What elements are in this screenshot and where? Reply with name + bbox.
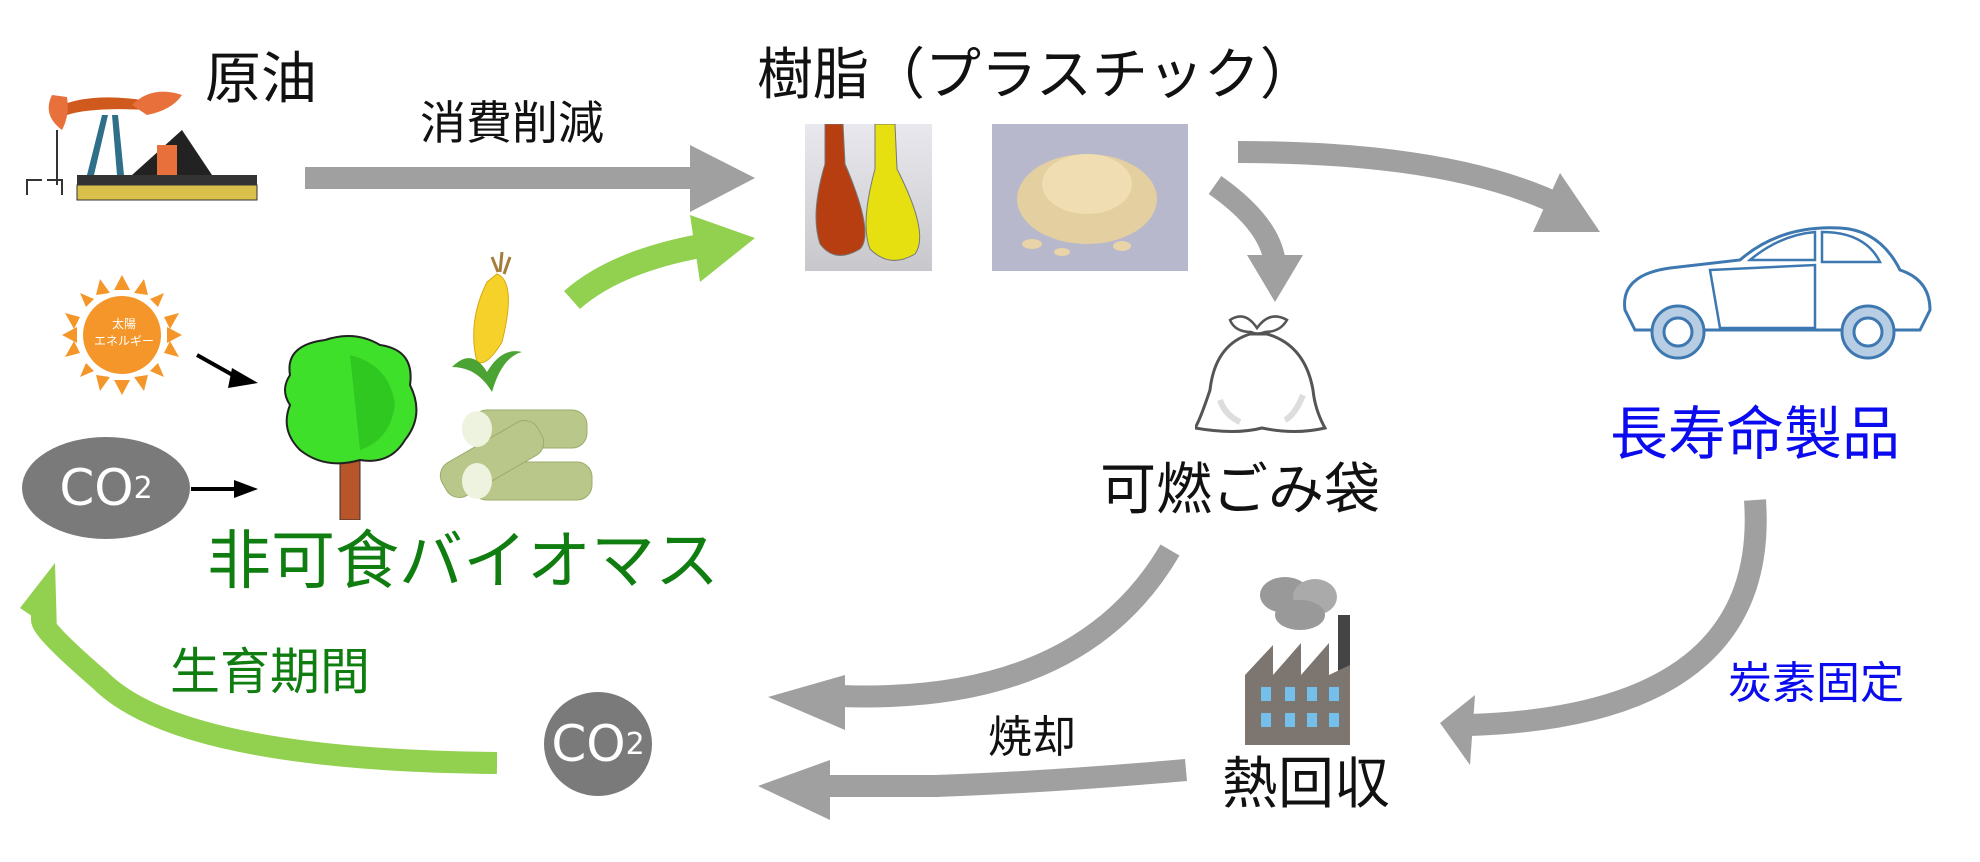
sugarcane-icon xyxy=(439,409,593,501)
burnable-garbage-bag-label: 可燃ごみ袋 xyxy=(1100,458,1380,523)
arrow-oil-to-resin xyxy=(305,145,755,212)
consumption-reduction-label: 消費削減 xyxy=(420,96,604,150)
co2-bottom-subscript: 2 xyxy=(625,726,645,762)
resin-flakes-image xyxy=(992,124,1188,271)
heat-recovery-label: 熱回収 xyxy=(1222,752,1390,817)
sun-icon xyxy=(62,275,182,395)
oil-pump-icon xyxy=(26,91,258,201)
inedible-biomass-label: 非可食バイオマス xyxy=(207,525,719,599)
corn-icon xyxy=(452,252,522,392)
arrow-bag-to-co2 xyxy=(768,544,1180,730)
long-life-product-label: 長寿命製品 xyxy=(1610,400,1901,468)
carbon-fixation-label: 炭素固定 xyxy=(1728,658,1904,709)
arrow-resin-to-bag xyxy=(1208,175,1303,302)
incineration-label: 焼却 xyxy=(988,712,1076,763)
co2-left-subscript: 2 xyxy=(133,470,153,506)
sun-label-line1: 太陽 xyxy=(112,317,137,331)
car-icon xyxy=(1623,226,1932,360)
arrow-co2-to-biomass xyxy=(20,563,498,774)
factory-icon xyxy=(1245,577,1350,745)
garbage-bag-icon xyxy=(1195,315,1328,433)
arrow-resin-to-car xyxy=(1237,141,1600,232)
sun-label-line2: エネルギー xyxy=(94,334,155,348)
chemical-flasks-image xyxy=(805,124,932,271)
crude-oil-label: 原油 xyxy=(205,47,317,112)
co2-bottom-text: CO xyxy=(551,715,626,773)
tree-icon xyxy=(284,335,418,520)
arrow-sun-to-tree xyxy=(196,353,258,388)
resin-label: 樹脂（プラスチック） xyxy=(757,43,1316,108)
arrow-co2-to-tree xyxy=(191,480,258,498)
arrow-heat-to-co2 xyxy=(758,759,1187,820)
growth-period-label: 生育期間 xyxy=(170,643,370,701)
co2-left-text: CO xyxy=(59,459,134,517)
arrow-biomass-to-resin xyxy=(564,215,755,310)
arrow-car-to-heat xyxy=(1440,499,1767,765)
